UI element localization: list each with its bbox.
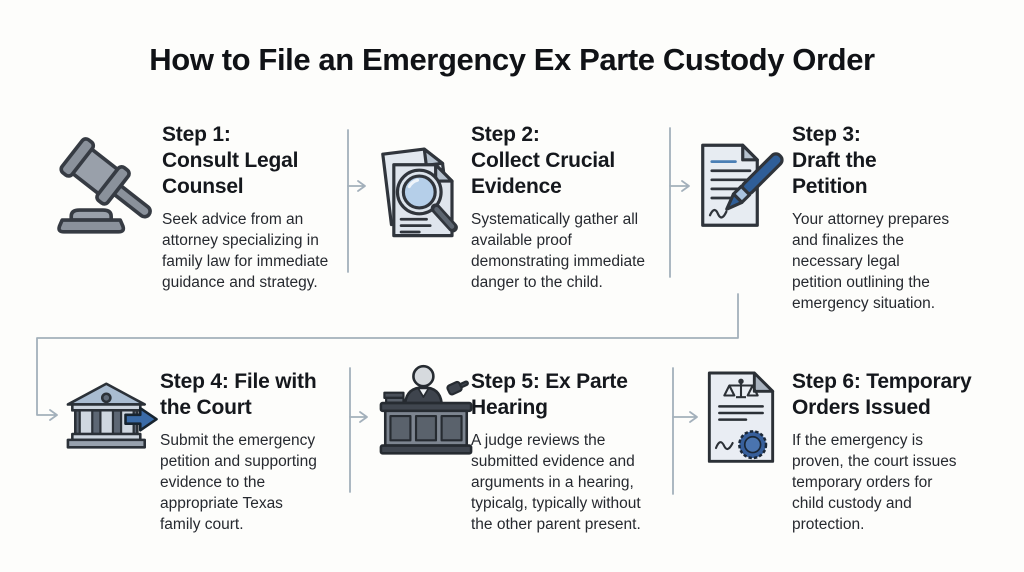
step-3-heading: Step 3: Draft the Petition bbox=[792, 123, 877, 198]
step-1-heading: Step 1: Consult Legal Counsel bbox=[162, 123, 299, 198]
step-2-card: Step 2: Collect Crucial Evidence Systema… bbox=[471, 122, 669, 293]
court-order-seal-icon bbox=[699, 368, 783, 468]
step-3-description: Your attorney prepares and finalizes the… bbox=[792, 211, 950, 312]
step-4-description: Submit the emergency petition and suppor… bbox=[160, 432, 317, 533]
step-6-card: Step 6: Temporary Orders Issued If the e… bbox=[792, 369, 1002, 535]
page-title: How to File an Emergency Ex Parte Custod… bbox=[149, 42, 875, 77]
step-5-card: Step 5: Ex Parte Hearing A judge reviews… bbox=[471, 369, 671, 535]
step-2-heading: Step 2: Collect Crucial Evidence bbox=[471, 123, 616, 198]
gavel-icon bbox=[44, 136, 162, 246]
step-5-heading: Step 5: Ex Parte Hearing bbox=[471, 370, 628, 419]
evidence-magnifier-icon bbox=[372, 136, 472, 248]
step-4-heading: Step 4: File with the Court bbox=[160, 370, 317, 419]
step-5-description: A judge reviews the submitted evidence a… bbox=[471, 432, 641, 533]
step-2-description: Systematically gather all available proo… bbox=[471, 211, 646, 291]
step-6-description: If the emergency is proven, the court is… bbox=[792, 432, 957, 533]
step-4-card: Step 4: File with the Court Submit the e… bbox=[160, 369, 355, 535]
step-6-heading: Step 6: Temporary Orders Issued bbox=[792, 370, 972, 419]
arrow-step2-step3 bbox=[669, 180, 690, 192]
step-1-description: Seek advice from an attorney specializin… bbox=[162, 211, 329, 291]
step-1-card: Step 1: Consult Legal Counsel Seek advic… bbox=[162, 122, 357, 293]
arrow-step5-step6 bbox=[672, 411, 698, 423]
judge-bench-icon bbox=[374, 360, 478, 460]
courthouse-arrow-icon bbox=[62, 376, 158, 458]
petition-pen-icon bbox=[690, 138, 790, 238]
step-3-card: Step 3: Draft the Petition Your attorney… bbox=[792, 122, 997, 314]
